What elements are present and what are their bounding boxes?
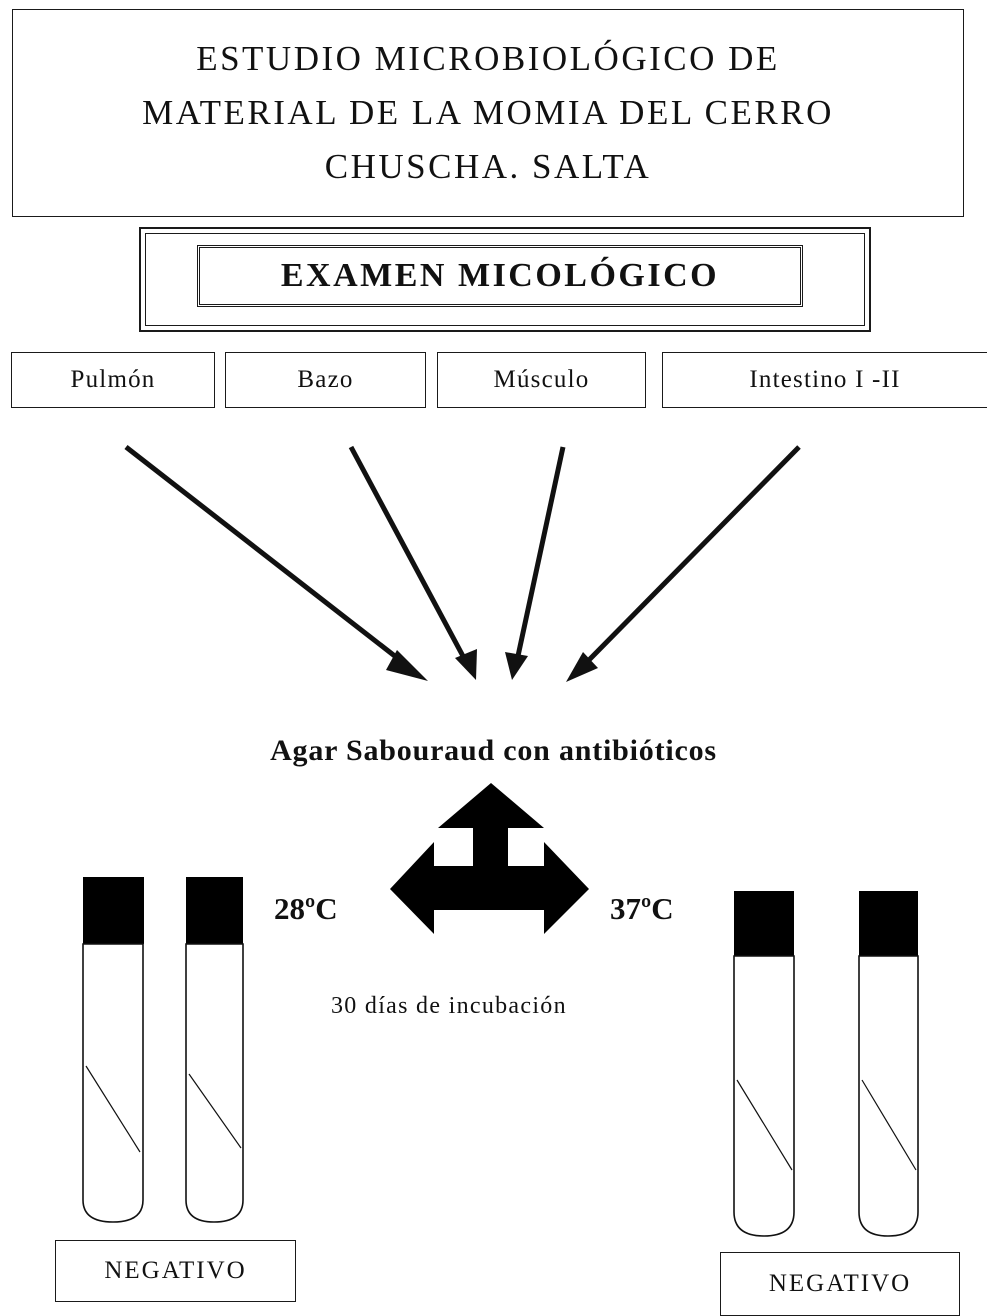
temperature-right-label: 37ºC	[610, 891, 674, 926]
arrow-bazo-icon	[348, 445, 477, 680]
result-box-left: NEGATIVO	[55, 1240, 296, 1302]
arrow-pulmon-icon	[124, 445, 428, 681]
title-line-2: MATERIAL DE LA MOMIA DEL CERRO	[142, 93, 834, 132]
sample-box-bazo: Bazo	[225, 352, 426, 408]
sample-box-musculo: Músculo	[437, 352, 646, 408]
result-box-right: NEGATIVO	[720, 1252, 960, 1316]
arrow-intestino-icon	[566, 445, 801, 682]
title-box: ESTUDIO MICROBIOLÓGICO DE MATERIAL DE LA…	[12, 9, 964, 217]
title-line-1: ESTUDIO MICROBIOLÓGICO DE	[196, 39, 780, 78]
culture-medium-label: Agar Sabouraud con antibióticos	[270, 734, 717, 767]
culture-tube-right-2-icon	[858, 891, 919, 1237]
sample-box-intestino: Intestino I -II	[662, 352, 987, 408]
culture-tube-right-1-icon	[733, 891, 795, 1237]
culture-tube-left-2-icon	[185, 877, 244, 1223]
arrow-musculo-icon	[505, 446, 566, 680]
convergence-arrows	[124, 445, 801, 682]
sample-box-pulmon: Pulmón	[11, 352, 215, 408]
exam-heading-frame: EXAMEN MICOLÓGICO	[139, 227, 871, 332]
exam-heading: EXAMEN MICOLÓGICO	[197, 245, 803, 307]
three-way-arrow-icon	[390, 783, 589, 934]
exam-heading-inner-frame	[145, 233, 865, 326]
temperature-left-label: 28ºC	[274, 891, 338, 926]
incubation-label: 30 días de incubación	[331, 993, 567, 1019]
culture-tube-left-1-icon	[82, 877, 144, 1223]
title-line-3: CHUSCHA. SALTA	[324, 147, 652, 186]
